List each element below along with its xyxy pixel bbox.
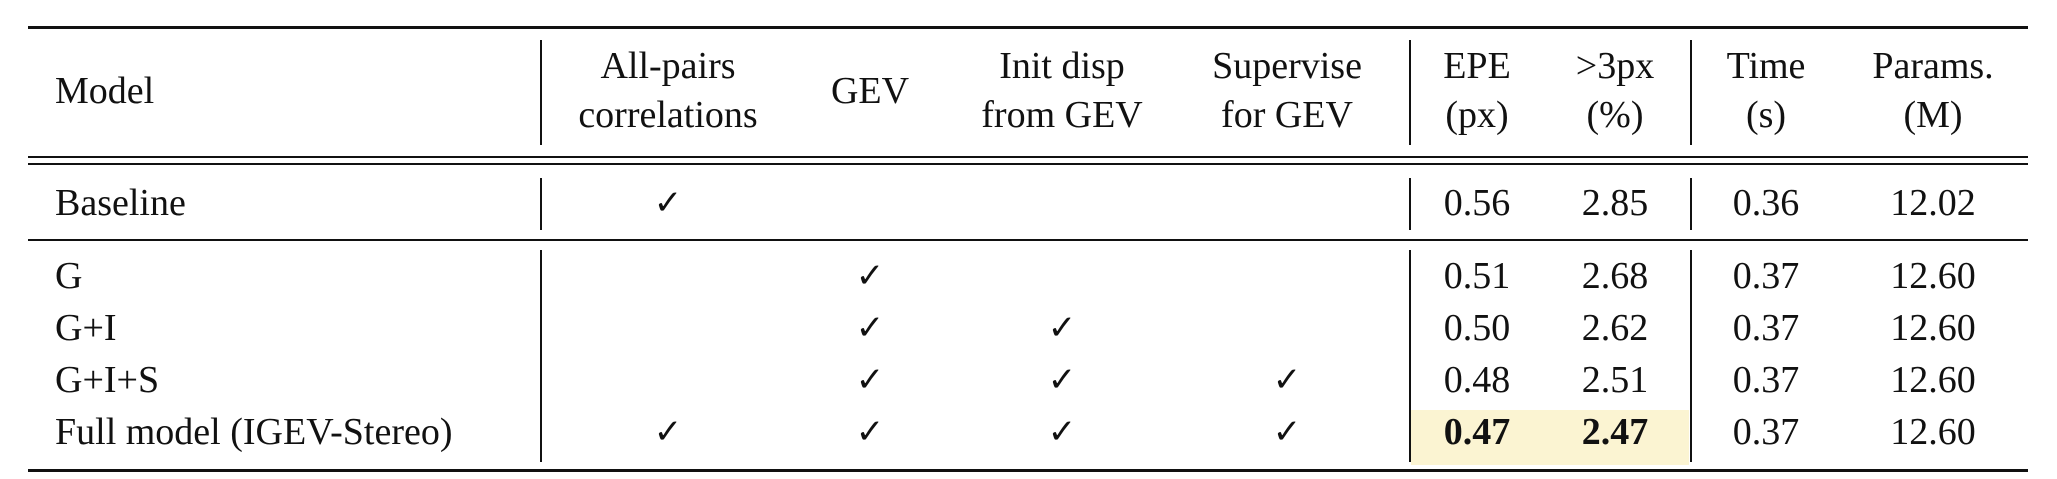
row-model: G+I: [55, 307, 117, 349]
check-icon: ✓: [855, 412, 885, 452]
row-epe: 0.48: [1443, 359, 1511, 401]
vline-model-body: [540, 250, 542, 462]
vline-metrics-header: [1409, 40, 1411, 145]
row-model: Baseline: [55, 182, 186, 224]
header-supervise: Supervise for GEV: [1212, 45, 1362, 136]
check-icon: ✓: [855, 256, 885, 296]
row-time: 0.37: [1732, 411, 1800, 453]
header-3px: >3px (%): [1575, 45, 1655, 136]
header-rule-1: [28, 156, 2028, 158]
row-model: Full model (IGEV-Stereo): [55, 411, 453, 453]
check-icon: ✓: [855, 308, 885, 348]
row-params: 12.02: [1890, 182, 1976, 224]
baseline-rule: [28, 239, 2028, 241]
row-3px: 2.68: [1581, 255, 1649, 297]
row-3px: 2.51: [1581, 359, 1649, 401]
row-params: 12.60: [1890, 411, 1976, 453]
vline-time-baseline: [1690, 178, 1692, 230]
row-time: 0.36: [1732, 182, 1800, 224]
check-icon: ✓: [653, 412, 683, 452]
header-epe: EPE (px): [1443, 45, 1511, 136]
bottom-rule: [28, 469, 2028, 472]
vline-metrics-baseline: [1409, 178, 1411, 230]
header-time: Time (s): [1726, 45, 1806, 136]
row-epe-best: 0.47: [1443, 411, 1511, 453]
vline-model-baseline: [540, 178, 542, 230]
row-3px-best: 2.47: [1581, 411, 1649, 453]
header-model: Model: [55, 70, 155, 112]
header-rule-2: [28, 163, 2028, 165]
check-icon: ✓: [1047, 412, 1077, 452]
check-icon: ✓: [1047, 360, 1077, 400]
vline-time-header: [1690, 40, 1692, 145]
row-params: 12.60: [1890, 359, 1976, 401]
row-time: 0.37: [1732, 255, 1800, 297]
row-time: 0.37: [1732, 307, 1800, 349]
row-3px: 2.62: [1581, 307, 1649, 349]
header-allpairs: All-pairs correlations: [578, 45, 758, 136]
check-icon: ✓: [1272, 360, 1302, 400]
top-rule: [28, 26, 2028, 29]
check-icon: ✓: [1047, 308, 1077, 348]
row-epe: 0.51: [1443, 255, 1511, 297]
check-icon: ✓: [653, 183, 683, 223]
row-epe: 0.50: [1443, 307, 1511, 349]
check-icon: ✓: [855, 360, 885, 400]
row-epe: 0.56: [1443, 182, 1511, 224]
vline-metrics-body: [1409, 250, 1411, 462]
row-params: 12.60: [1890, 307, 1976, 349]
header-init-disp: Init disp from GEV: [981, 45, 1143, 136]
row-time: 0.37: [1732, 359, 1800, 401]
row-model: G: [55, 255, 83, 297]
row-3px: 2.85: [1581, 182, 1649, 224]
header-params: Params. (M): [1872, 45, 1994, 136]
vline-time-body: [1690, 250, 1692, 462]
header-gev: GEV: [830, 70, 910, 112]
row-params: 12.60: [1890, 255, 1976, 297]
check-icon: ✓: [1272, 412, 1302, 452]
row-model: G+I+S: [55, 359, 160, 401]
best-row-highlight: [1411, 410, 1689, 465]
vline-model-header: [540, 40, 542, 145]
